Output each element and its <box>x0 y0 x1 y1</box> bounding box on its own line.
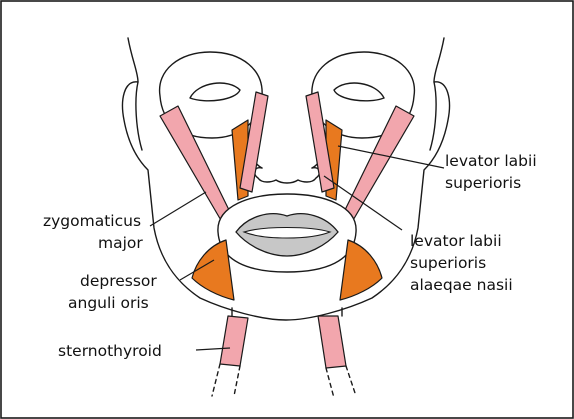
label-zygomaticus-major-line1: zygomaticus <box>43 212 141 230</box>
label-sternothyroid: sternothyroid <box>58 342 162 360</box>
label-levator-labii-superioris-line1: levator labii <box>445 152 537 170</box>
sternothyroid-right-dash <box>326 366 356 398</box>
label-zygomaticus-major-line2: major <box>98 234 143 252</box>
label-levator-labii-superioris-line2: superioris <box>445 174 521 192</box>
depressor-anguli-oris-left <box>192 240 234 300</box>
label-depressor-line2: anguli oris <box>68 294 149 312</box>
depressor-anguli-oris-right <box>340 240 382 300</box>
right-ear <box>430 82 436 150</box>
right-eye <box>334 83 384 101</box>
sternothyroid-right <box>318 316 346 368</box>
sternothyroid-left <box>220 316 248 366</box>
label-depressor-line1: depressor <box>80 272 157 290</box>
zygomaticus-major-right <box>344 106 414 222</box>
nose <box>255 168 320 183</box>
label-levator-labii-alaeqae-line2: superioris <box>410 254 486 272</box>
zygomaticus-major-left <box>160 106 230 222</box>
leader-zygomaticus-major <box>150 192 206 226</box>
label-levator-labii-alaeqae-line3: alaeqae nasii <box>410 276 513 294</box>
face-outline <box>123 38 450 320</box>
left-ear <box>136 82 142 150</box>
sternothyroid-left-dash <box>212 364 240 396</box>
left-eye <box>190 83 240 101</box>
label-levator-labii-alaeqae-line1: levator labii <box>410 232 502 250</box>
